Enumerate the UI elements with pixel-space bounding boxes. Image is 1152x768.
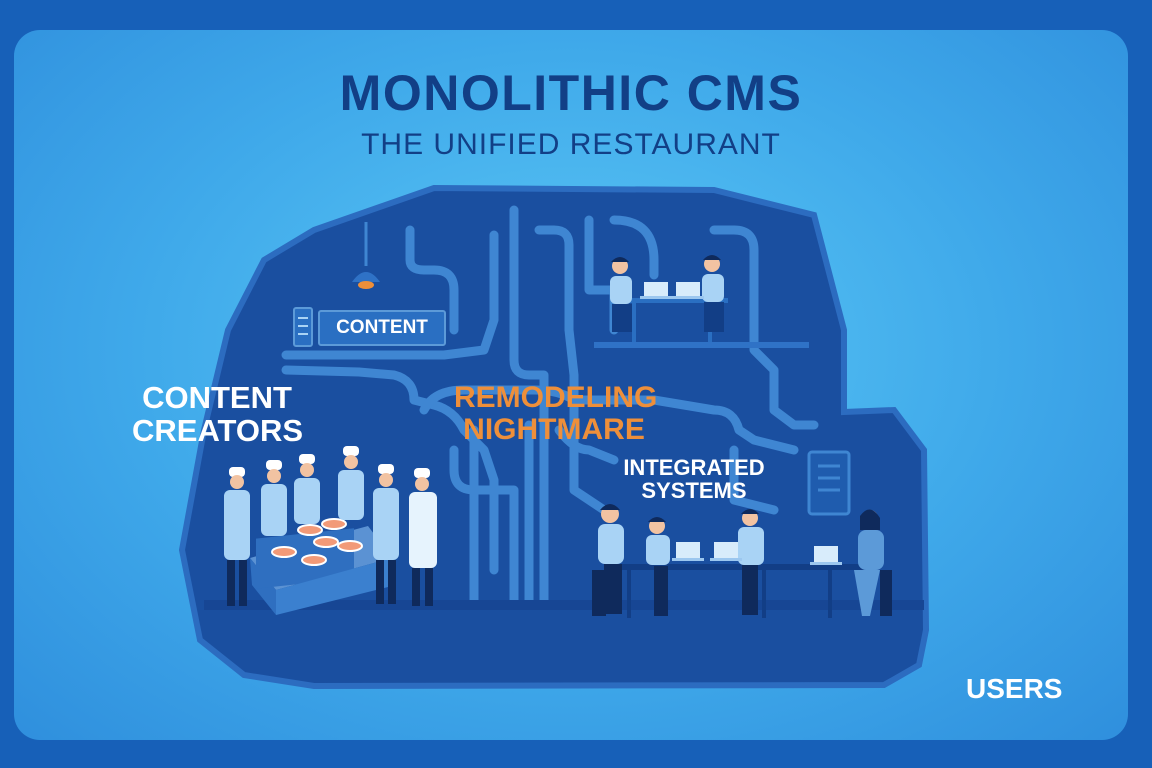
chef-icon [338, 446, 364, 520]
upper-floor [594, 342, 809, 348]
chef-icon [409, 468, 437, 606]
laptop-icon [640, 282, 672, 299]
pizza-icon [313, 536, 339, 548]
wall-panel-icon [293, 307, 313, 347]
laptop-icon [710, 542, 742, 561]
laptop-icon [672, 282, 704, 299]
office-worker-icon [598, 504, 624, 614]
pizza-icon [297, 524, 323, 536]
office-worker-icon [646, 517, 670, 616]
wall-panel-icon [807, 450, 851, 516]
office-worker-icon [610, 257, 632, 332]
page-subtitle: THE UNIFIED RESTAURANT [361, 128, 781, 161]
content-sign: CONTENT [318, 310, 446, 346]
integrated-systems-label: INTEGRATED SYSTEMS [623, 455, 765, 504]
chef-icon [224, 467, 250, 606]
page-title: MONOLITHIC CMS [339, 65, 803, 121]
pizza-icon [321, 518, 347, 530]
users-label: USERS [966, 673, 1063, 704]
office-worker-icon [738, 509, 764, 615]
office-worker-icon [854, 509, 884, 616]
upstairs-office [610, 255, 728, 342]
pizza-icon [271, 546, 297, 558]
laptop-icon [810, 546, 842, 565]
content-creators-label: CONTENT CREATORS [132, 380, 304, 448]
kitchen-table [250, 518, 392, 615]
ground-floor [204, 600, 924, 610]
office-worker-icon [702, 255, 724, 332]
pizza-icon [301, 554, 327, 566]
chef-icon [261, 460, 287, 536]
hanging-lamp-icon [352, 222, 380, 289]
pipe-network [281, 205, 819, 605]
diagram-frame: MONOLITHIC CMS THE UNIFIED RESTAURANT [14, 30, 1128, 740]
pizza-icon [337, 540, 363, 552]
remodeling-nightmare-label: REMODELING NIGHTMARE [454, 381, 658, 446]
chef-group [224, 446, 437, 606]
chef-icon [294, 454, 320, 524]
lower-office [592, 504, 892, 618]
laptop-icon [672, 542, 704, 561]
chef-icon [373, 464, 399, 604]
